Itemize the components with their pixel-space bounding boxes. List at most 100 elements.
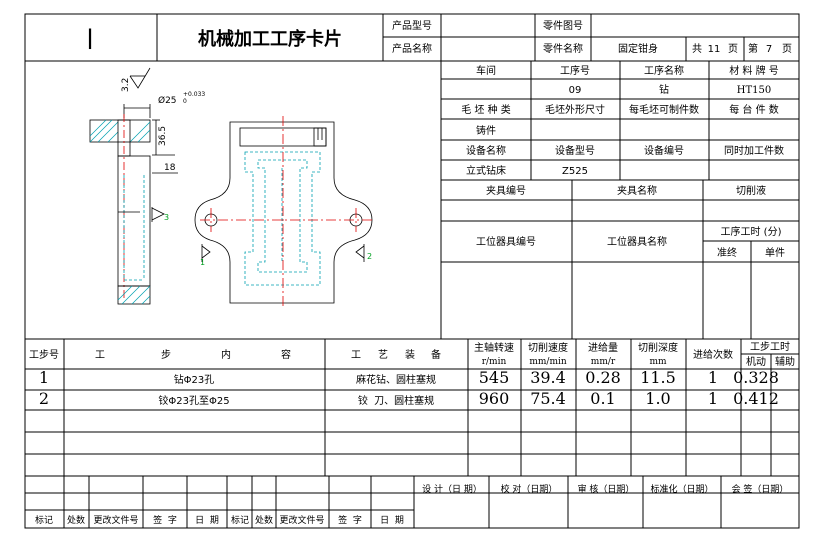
step-no-header: 工步号 — [29, 349, 59, 361]
part-name-label: 零件名称 — [543, 42, 583, 55]
equipment-model-label: 设备型号 — [555, 144, 595, 157]
material-label: 材 料 牌 号 — [729, 64, 779, 77]
step-time-header: 工步工时 — [750, 341, 790, 353]
station-tool-name-label: 工位器具名称 — [607, 235, 667, 248]
process-time-label: 工序工时 (分) — [721, 225, 782, 238]
page-value: 7 — [766, 44, 772, 55]
feed-header: 进给量 — [588, 341, 618, 354]
step-speed: 960 — [479, 389, 510, 408]
equipment-name-label: 设备名称 — [466, 144, 506, 157]
process-no-label: 工序号 — [560, 64, 590, 77]
bore-dimension: Ø25 — [158, 95, 177, 106]
step-feed: 0.28 — [585, 368, 621, 387]
step-cutting-speed: 39.4 — [530, 368, 566, 387]
step-equipment: 铰 刀、圆柱塞规 — [358, 394, 434, 407]
roughness-value: 3.2 — [121, 78, 131, 92]
header-mark: | — [86, 25, 93, 49]
section-view: 3.2 Ø25 +0.033 0 — [89, 67, 205, 305]
page-label: 第 — [748, 42, 758, 55]
process-no-value: 09 — [569, 85, 582, 96]
cut-depth-header: 切削深度 — [638, 341, 678, 354]
countersign-signoff: 会 签（日期） — [732, 483, 789, 495]
total-pages-unit: 页 — [728, 43, 738, 55]
revision-label-date: 日 期 — [195, 515, 219, 526]
pieces-per-unit-label: 每 台 件 数 — [729, 103, 779, 116]
prep-time-label: 准终 — [717, 246, 737, 259]
revision-label-date-2: 日 期 — [380, 515, 404, 526]
spindle-speed-unit: r/min — [482, 357, 507, 367]
revision-label-count: 处数 — [67, 514, 85, 526]
revision-label-file: 更改文件号 — [93, 514, 138, 526]
part-drawing: 3.2 Ø25 +0.033 0 — [89, 67, 373, 306]
blank-type-value: 铸件 — [476, 124, 496, 137]
process-name-value: 钻 — [659, 83, 669, 96]
aux-time-header: 辅助 — [775, 355, 795, 368]
spindle-speed-header: 主轴转速 — [474, 341, 514, 354]
review-signoff: 审 核（日期） — [578, 483, 635, 495]
passes-header: 进给次数 — [693, 348, 733, 361]
equipment-header-4: 备 — [431, 348, 441, 361]
total-pages-label: 共 — [692, 43, 702, 55]
proofread-signoff: 校 对（日期） — [501, 483, 558, 495]
machine-time-header: 机动 — [746, 355, 766, 368]
simultaneous-label: 同时加工件数 — [724, 144, 784, 157]
revision-label-sign-2: 签 字 — [338, 514, 362, 526]
revision-label-mark-2: 标记 — [231, 514, 249, 526]
card-title: 机械加工工序卡片 — [198, 28, 342, 50]
cutting-speed-unit: mm/min — [529, 357, 567, 367]
table-row: 2 铰Φ23孔至Φ25 铰 刀、圆柱塞规 960 75.4 0.1 1.0 1 … — [39, 389, 779, 408]
part-drawing-label: 零件图号 — [543, 20, 583, 32]
bore-tolerance-lower: 0 — [183, 98, 187, 105]
content-header-4: 容 — [281, 348, 291, 361]
unit-time-label: 单件 — [765, 247, 785, 259]
front-view: 1 2 — [194, 116, 373, 306]
roughness-symbol: 3.2 — [121, 67, 151, 92]
step-cutting-speed: 75.4 — [530, 389, 566, 408]
equipment-header-2: 艺 — [378, 349, 388, 361]
blank-type-label: 毛 坯 种 类 — [461, 103, 511, 116]
header: | 机械加工工序卡片 产品型号 零件图号 产品名称 零件名称 固定钳身 共 11… — [25, 14, 799, 62]
datum-1-label: 1 — [200, 258, 205, 267]
step-passes: 1 — [708, 368, 718, 387]
signoff-block: 设 计（日 期） 校 对（日期） 审 核（日期） 标准化（日期） 会 签（日期）… — [25, 476, 799, 528]
total-pages-value: 11 — [708, 44, 721, 55]
step-equipment: 麻花钻、圆柱塞规 — [356, 373, 436, 386]
feed-unit: mm/r — [591, 357, 616, 367]
part-name-value: 固定钳身 — [618, 42, 658, 55]
step-machine-time: 0.328 — [733, 368, 779, 387]
card-border — [24, 13, 800, 529]
cutting-speed-header: 切削速度 — [528, 341, 568, 354]
pieces-per-blank-label: 每毛坯可制件数 — [629, 103, 699, 116]
blank-size-label: 毛坯外形尺寸 — [545, 103, 605, 116]
depth-dimension: 18 — [164, 163, 176, 173]
workshop-label: 车间 — [476, 64, 496, 77]
design-signoff: 设 计（日 期） — [422, 483, 482, 495]
table-row: 1 钻Φ23孔 麻花钻、圆柱塞规 545 39.4 0.28 11.5 1 0.… — [39, 368, 779, 387]
fixture-name-label: 夹具名称 — [617, 184, 657, 197]
step-feed: 0.1 — [590, 389, 615, 408]
revision-label-count-2: 处数 — [255, 514, 273, 526]
cut-depth-unit: mm — [649, 357, 667, 367]
material-value: HT150 — [737, 85, 771, 96]
revision-label-mark: 标记 — [35, 514, 53, 526]
height-dimension: 36.5 — [158, 126, 168, 146]
step-content: 钻Φ23孔 — [174, 373, 215, 386]
product-model-label: 产品型号 — [392, 19, 432, 32]
datum-3-label: 3 — [164, 213, 169, 222]
standard-signoff: 标准化（日期） — [650, 483, 713, 495]
coolant-label: 切削液 — [736, 184, 766, 197]
equipment-header-3: 装 — [405, 348, 415, 361]
revision-label-file-2: 更改文件号 — [279, 514, 324, 526]
step-passes: 1 — [708, 389, 718, 408]
equipment-no-label: 设备编号 — [644, 144, 684, 157]
step-depth: 11.5 — [640, 368, 676, 387]
step-depth: 1.0 — [645, 389, 670, 408]
equipment-model-value: Z525 — [562, 166, 588, 177]
process-name-label: 工序名称 — [644, 64, 684, 77]
datum-2-label: 2 — [367, 252, 372, 261]
equipment-name-value: 立式钻床 — [466, 164, 506, 177]
content-header-3: 内 — [221, 348, 231, 361]
station-tool-no-label: 工位器具编号 — [476, 235, 536, 248]
page-unit: 页 — [782, 43, 792, 55]
